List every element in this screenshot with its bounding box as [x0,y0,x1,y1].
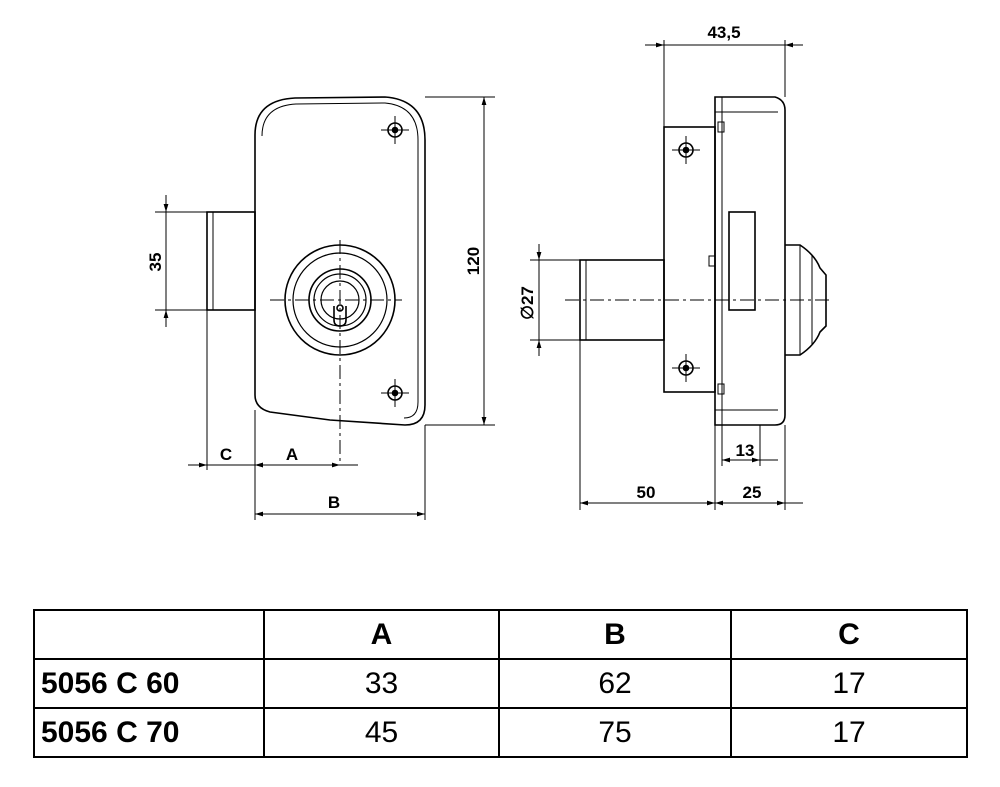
table-cell-c: 17 [730,658,968,709]
table-header-empty [33,609,265,660]
screw-hole-side-top [672,136,700,164]
table-cell-model: 5056 C 60 [33,658,265,709]
side-view [530,40,830,510]
dimensions-table: A B C 5056 C 60 33 62 17 5056 C 70 45 75… [33,609,968,758]
technical-drawing: 35 120 C A B [146,23,830,520]
table-cell-b: 62 [498,658,732,709]
table-header-b: B [498,609,732,660]
dim-height-label: 120 [464,247,483,275]
dim-50-label: 50 [637,483,656,502]
dim-c-label: C [220,445,232,464]
lock-body-inner-edge [261,102,419,419]
bolt [206,211,256,311]
mounting-plate [663,126,716,393]
screw-hole-side-bottom [672,354,700,382]
lock-case [714,96,786,426]
table-cell-a: 45 [263,707,500,758]
front-view [155,96,495,520]
table-header-row: A B C [33,609,968,660]
table-row: 5056 C 70 45 75 17 [33,707,968,758]
dim-a-label: A [286,445,298,464]
table-row: 5056 C 60 33 62 17 [33,658,968,709]
table-cell-a: 33 [263,658,500,709]
dim-25-label: 25 [743,483,762,502]
dim-top-label: 43,5 [707,23,740,42]
table-cell-model: 5056 C 70 [33,707,265,758]
dim-bolt-label: 35 [146,253,165,272]
bolt-window [728,211,756,311]
dim-b-label: B [328,493,340,512]
table-cell-b: 75 [498,707,732,758]
dim-diameter-label: ∅27 [518,286,537,320]
screw-hole-bottom [381,379,409,407]
table-cell-c: 17 [730,707,968,758]
lock-body-outline [254,96,426,426]
table-header-a: A [263,609,500,660]
bolt-side [579,259,665,341]
table-header-c: C [730,609,968,660]
screw-hole-top [381,116,409,144]
dim-13-label: 13 [736,441,755,460]
